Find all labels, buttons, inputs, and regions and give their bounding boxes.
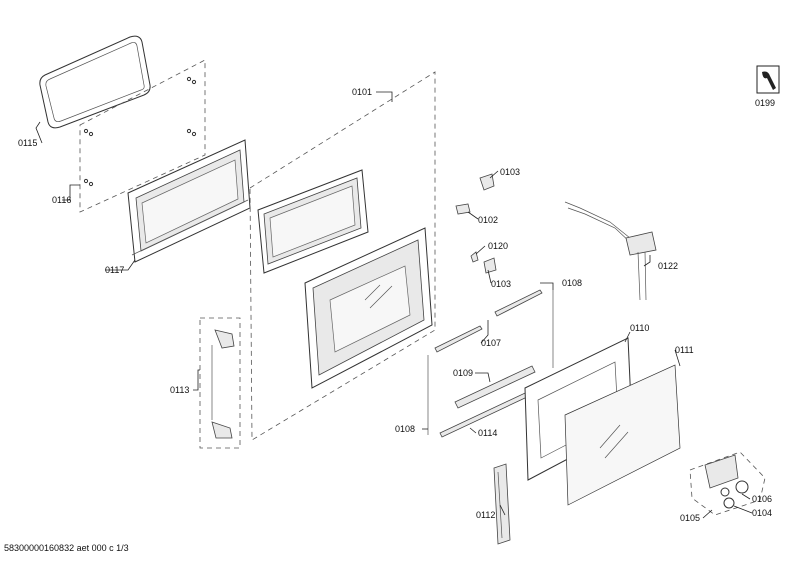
label-0110: 0110 [630, 323, 649, 333]
label-0105: 0105 [680, 513, 700, 523]
part-0101-door-assembly-group [249, 71, 436, 441]
label-0120: 0120 [488, 241, 508, 251]
label-0122: 0122 [658, 261, 678, 271]
wrench-service-icon [756, 65, 780, 94]
label-0101: 0101 [352, 87, 372, 97]
part-labels: 0101 0102 0103 0103 0104 0105 0106 0107 … [18, 87, 775, 523]
part-control-knobs-group [689, 451, 766, 516]
label-0106: 0106 [752, 494, 772, 504]
part-rails [427, 289, 554, 438]
part-0112-handle [493, 463, 511, 545]
label-0104: 0104 [752, 508, 772, 518]
label-0199: 0199 [755, 98, 775, 108]
part-0117-inner-frame [127, 139, 251, 263]
footer-document-id: 58300000160832 aet 000 c 1/3 [4, 543, 129, 553]
label-0107: 0107 [481, 338, 501, 348]
label-0113: 0113 [170, 385, 189, 395]
label-0108-left: 0108 [395, 424, 415, 434]
label-0103-lower: 0103 [491, 279, 511, 289]
part-0115-gasket [39, 35, 151, 129]
label-0109: 0109 [453, 368, 473, 378]
leader-lines [35, 91, 753, 519]
label-0115: 0115 [18, 138, 37, 148]
label-0112: 0112 [476, 510, 495, 520]
label-0102: 0102 [478, 215, 498, 225]
label-0111: 0111 [675, 345, 694, 355]
part-0113-hinge-group [199, 317, 241, 449]
label-0114: 0114 [478, 428, 497, 438]
part-small-clips [455, 173, 497, 274]
label-0108-right: 0108 [562, 278, 582, 288]
part-0122-sensor-wire [564, 201, 657, 301]
label-0117: 0117 [105, 265, 124, 275]
label-0103: 0103 [500, 167, 520, 177]
part-0116-screws-group [79, 59, 206, 213]
part-0111-glass-pane [564, 364, 681, 506]
label-0116: 0116 [52, 195, 71, 205]
